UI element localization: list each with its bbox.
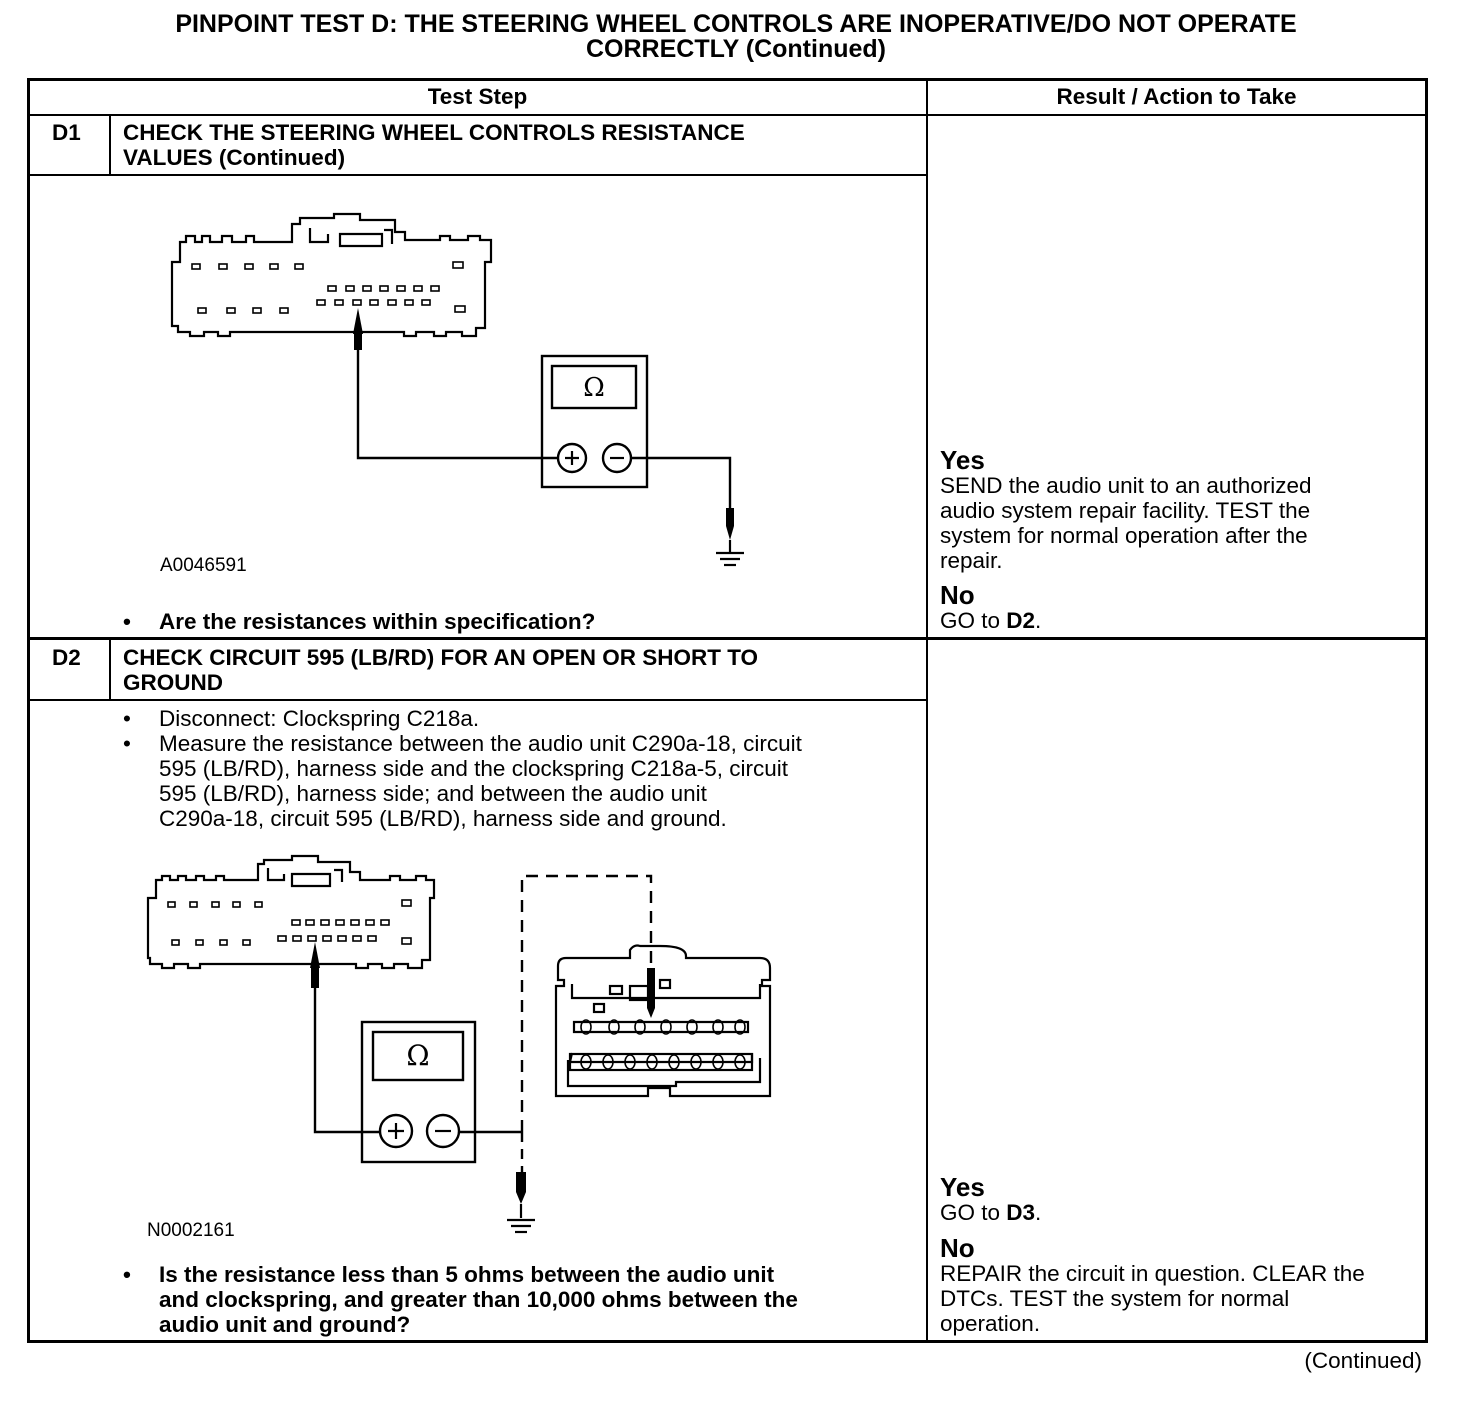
audio-connector-outline (170, 212, 493, 338)
ohm-symbol: Ω (406, 1039, 429, 1072)
page-title-line2: CORRECTLY (Continued) (586, 35, 886, 63)
header-test-step: Test Step (427, 84, 528, 109)
table-border-top (27, 78, 1428, 81)
probe-tip (353, 308, 363, 334)
d2-instruction-2: • Measure the resistance between the aud… (123, 731, 802, 831)
d1-question: •Are the resistances within specificatio… (123, 609, 596, 634)
d2-title-divider (27, 699, 927, 701)
page-title-line1: PINPOINT TEST D: THE STEERING WHEEL CONT… (175, 10, 1297, 38)
dashed-lead (520, 874, 653, 1132)
d2-instruction-1: •Disconnect: Clockspring C218a. (123, 706, 480, 731)
table-border-right (1425, 78, 1428, 1343)
d2-instructions: •Disconnect: Clockspring C218a. • Measur… (123, 706, 802, 831)
figure-id-d1: A0046591 (160, 555, 247, 576)
positive-terminal (378, 1113, 414, 1149)
d1-meter-diagram: Ω (170, 212, 744, 567)
table-border-bottom (27, 1340, 1428, 1343)
d1-question-list: •Are the resistances within specificatio… (123, 609, 595, 634)
header-result: Result / Action to Take (1056, 84, 1297, 109)
d2-no-label: No (940, 1233, 975, 1263)
d1-title-divider (27, 174, 927, 176)
d2-meter-diagram: Ω (146, 854, 772, 1234)
link-d2[interactable]: D2 (1006, 608, 1036, 633)
d1-id-divider (109, 114, 111, 175)
step-id-d2: D2 (52, 645, 81, 670)
link-d3[interactable]: D3 (1006, 1200, 1036, 1225)
step-id-d1: D1 (52, 120, 81, 145)
d2-result: Yes GO to D3. No REPAIR the circuit in q… (940, 1174, 1424, 1336)
d1-no-action: GO to D2. (940, 608, 1042, 633)
page-title: PINPOINT TEST D: THE STEERING WHEEL CONT… (0, 12, 1472, 62)
figure-id-d2: N0002161 (147, 1220, 235, 1241)
positive-terminal (556, 442, 588, 474)
step-title-d2: CHECK CIRCUIT 595 (LB/RD) FOR AN OPEN OR… (123, 645, 759, 695)
d2-question-list: • Is the resistance less than 5 ohms bet… (123, 1262, 798, 1337)
d2-question: • Is the resistance less than 5 ohms bet… (123, 1262, 798, 1337)
audio-connector-outline (146, 854, 436, 970)
step-divider (27, 637, 1428, 640)
ohmmeter-body (360, 1020, 477, 1164)
negative-terminal (425, 1113, 461, 1149)
ohm-symbol: Ω (583, 373, 605, 403)
step-title-d1: CHECK THE STEERING WHEEL CONTROLS RESIST… (123, 120, 745, 170)
d2-yes-action: GO to D3. (940, 1200, 1042, 1225)
d1-no-label: No (940, 580, 975, 610)
d1-yes-label: Yes (940, 445, 985, 475)
d2-yes-label: Yes (940, 1172, 985, 1202)
ohmmeter-display (550, 364, 638, 410)
clockspring-connector-outline (554, 944, 772, 1098)
negative-terminal (601, 442, 633, 474)
column-divider (926, 78, 928, 1343)
table-border-left (27, 78, 30, 1343)
continued-note: (Continued) (1304, 1348, 1422, 1373)
ohmmeter-display (371, 1030, 465, 1082)
d1-result: Yes SEND the audio unit to an authorized… (940, 447, 1424, 633)
header-divider (27, 114, 1428, 116)
ohmmeter-body (540, 354, 649, 489)
d2-id-divider (109, 638, 111, 700)
